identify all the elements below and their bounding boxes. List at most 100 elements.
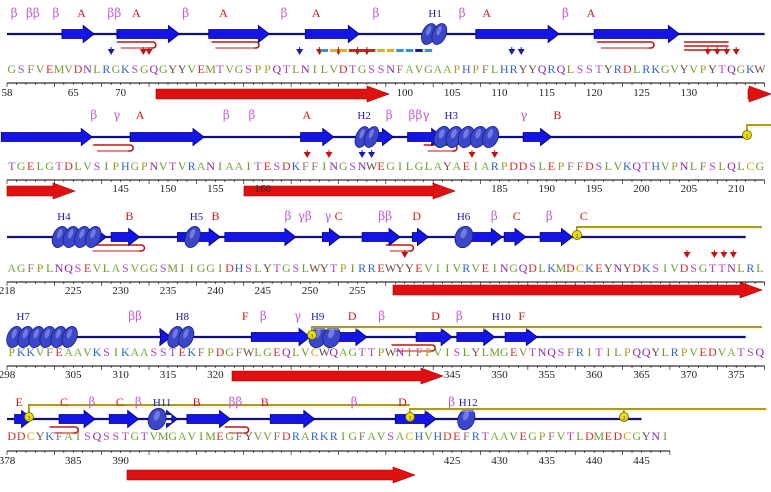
residue-letter: C <box>311 345 319 359</box>
residue-letter: K <box>651 62 660 76</box>
residue-letter: I <box>218 261 222 275</box>
residue-letter: V <box>159 159 168 173</box>
residue-number-label: 345 <box>444 369 461 381</box>
motif-color-segment <box>358 49 366 52</box>
residue-letter: P <box>340 261 347 275</box>
residue-letter: R <box>491 159 499 173</box>
residue-letter: T <box>169 159 177 173</box>
residue-letter: M <box>489 345 500 359</box>
disulfide-bond-marker <box>572 230 582 240</box>
residue-letter: T <box>595 62 603 76</box>
structure-label-beta: β <box>52 6 59 20</box>
residue-letter: G <box>131 159 140 173</box>
residue-letter: G <box>509 261 518 275</box>
beta-strand-arrow <box>456 327 496 347</box>
residue-letter: N <box>329 159 338 173</box>
residue-letter: F <box>236 429 243 443</box>
beta-strand-arrow <box>186 409 232 429</box>
residue-letter: E <box>377 261 384 275</box>
residue-number-label: 350 <box>491 369 508 381</box>
residue-letter: F <box>302 159 309 173</box>
structure-label-turn: A <box>219 6 228 20</box>
residue-number-label: 200 <box>633 183 650 195</box>
residue-letter: Y <box>471 345 480 359</box>
residue-letter: E <box>273 345 280 359</box>
residue-letter: L <box>103 261 110 275</box>
structure-label-beta: ββ <box>107 6 121 20</box>
residue-letter: K <box>187 345 196 359</box>
site-marker-triangle <box>358 152 366 158</box>
residue-number-label: 235 <box>160 285 177 297</box>
disulfide-bond-number: 2 <box>623 416 626 422</box>
residue-number-label: 310 <box>112 369 129 381</box>
residue-letter: I <box>190 261 194 275</box>
residue-letter: K <box>642 261 651 275</box>
residue-letter: V <box>301 345 310 359</box>
residue-letter: Y <box>651 345 660 359</box>
beta-hairpin <box>385 244 415 252</box>
residue-letter: A <box>64 429 73 443</box>
beta-strand-arrow <box>415 327 453 347</box>
residue-letter: A <box>443 62 452 76</box>
residue-letter: D <box>17 429 26 443</box>
residue-letter: D <box>519 159 528 173</box>
residue-letter: V <box>149 429 158 443</box>
residue-letter: P <box>255 62 262 76</box>
residue-letter: S <box>747 345 754 359</box>
residue-letter: V <box>93 261 102 275</box>
residue-letter: N <box>386 62 395 76</box>
residue-letter: T <box>330 261 338 275</box>
residue-letter: H <box>500 62 509 76</box>
residue-letter: P <box>558 159 565 173</box>
residue-letter: G <box>7 62 16 76</box>
residue-letter: Q <box>273 62 282 76</box>
residue-letter: E <box>27 159 34 173</box>
residue-letter: S <box>586 62 593 76</box>
residue-letter: S <box>453 345 460 359</box>
residue-letter: V <box>415 62 424 76</box>
beta-hairpin <box>88 244 146 252</box>
residue-letter: Y <box>528 62 537 76</box>
residue-letter: G <box>756 159 765 173</box>
residue-letter: D <box>509 159 518 173</box>
residue-letter: F <box>577 159 584 173</box>
structure-label-turn: B <box>553 108 561 122</box>
residue-letter: I <box>218 159 222 173</box>
residue-letter: Q <box>632 345 641 359</box>
residue-letter: V <box>329 62 338 76</box>
structure-label-turn: A <box>587 6 596 20</box>
residue-letter: C <box>746 159 754 173</box>
residue-letter: F <box>397 62 404 76</box>
structure-label-beta: β <box>182 6 189 20</box>
residue-letter: V <box>509 429 518 443</box>
domain-arrow <box>155 85 390 103</box>
beta-strand-arrow <box>61 24 95 44</box>
secondary-structure-layer <box>0 23 729 434</box>
residue-number-label: 435 <box>539 455 556 467</box>
residue-letter: F <box>567 345 574 359</box>
disulfide-bond-number: 1 <box>746 134 749 140</box>
disulfide-bond-marker <box>742 130 752 140</box>
residue-letter: P <box>207 345 214 359</box>
residue-letter: S <box>349 159 356 173</box>
residue-number-label: 218 <box>0 285 16 297</box>
structure-label-beta: β <box>281 6 288 20</box>
residue-letter: K <box>121 345 130 359</box>
structure-label-beta: β <box>135 395 142 409</box>
residue-letter: R <box>576 345 584 359</box>
residue-letter: V <box>225 62 234 76</box>
alpha-helix-coil <box>454 225 474 249</box>
residue-letter: F <box>700 159 707 173</box>
residue-letter: H <box>434 429 443 443</box>
site-marker-triangle <box>683 252 691 258</box>
residue-number-label: 100 <box>396 87 413 99</box>
residue-letter: P <box>141 159 148 173</box>
disulfide-bond-number: 3 <box>28 416 31 422</box>
residue-number-label: 160 <box>254 183 271 195</box>
residue-letter: F <box>463 429 470 443</box>
beta-strand-arrow <box>504 327 538 347</box>
residue-number-label: 355 <box>539 369 556 381</box>
residue-letter: V <box>187 429 196 443</box>
residue-letter: D <box>443 429 452 443</box>
residue-letter: Y <box>708 62 717 76</box>
